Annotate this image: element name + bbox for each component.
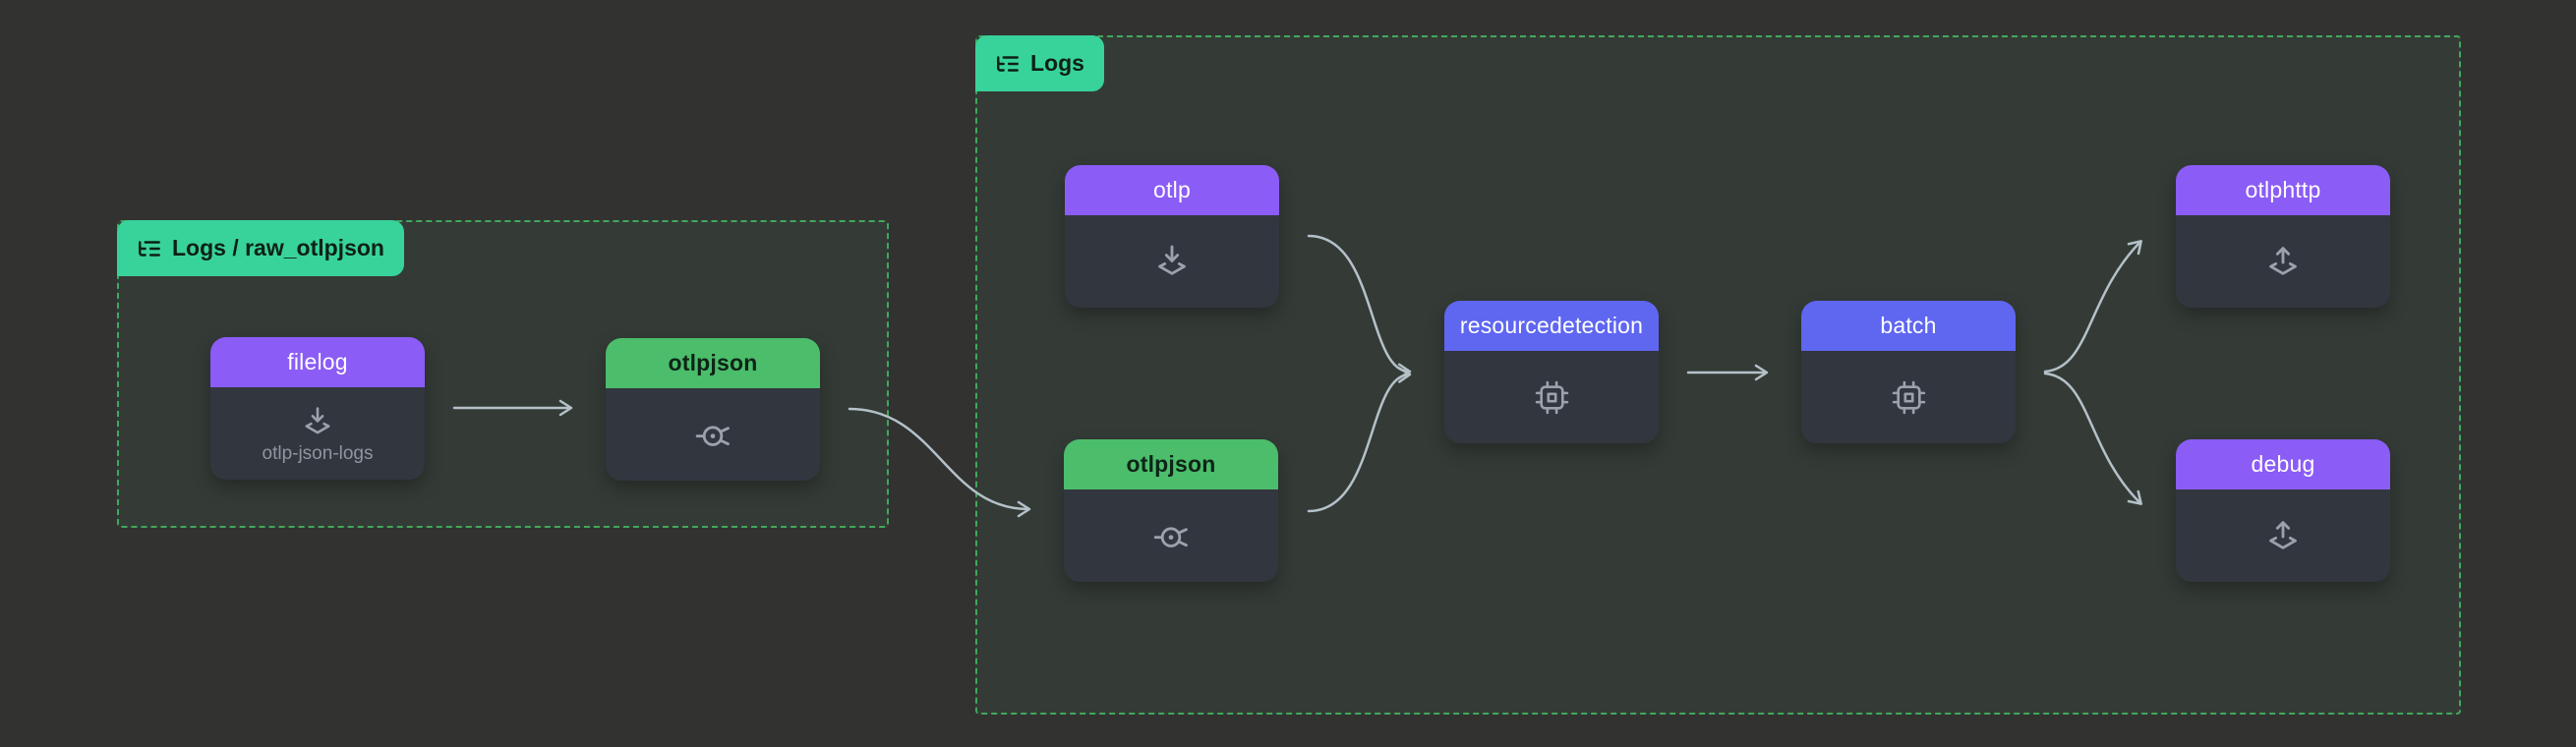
node-processor-batch[interactable]: batch [1801, 301, 2016, 443]
connector-icon [695, 426, 730, 446]
node-receiver-otlp[interactable]: otlp [1065, 165, 1279, 308]
node-title: otlphttp [2176, 165, 2390, 215]
edge-otlp-to-resourcedetection [1307, 234, 1412, 379]
edge-otlpjson-to-resourcedetection [1307, 367, 1412, 513]
node-title: debug [2176, 439, 2390, 489]
node-title: batch [1801, 301, 2016, 351]
group-label-text: Logs / raw_otlpjson [172, 235, 384, 260]
pipeline-group-label: Logs / raw_otlpjson [117, 220, 404, 276]
receiver-icon [305, 407, 330, 434]
exporter-icon [2269, 247, 2297, 275]
list-tree-icon [997, 55, 1019, 72]
node-title: filelog [210, 337, 425, 387]
connector-icon [1153, 527, 1188, 547]
node-title: resourcedetection [1444, 301, 1659, 351]
pipeline-group-label: Logs [975, 35, 1104, 91]
exporter-icon [2269, 521, 2297, 549]
node-title: otlp [1065, 165, 1279, 215]
node-receiver-filelog[interactable]: filelog otlp-json-logs [210, 337, 425, 480]
node-title: otlpjson [1064, 439, 1278, 489]
node-connector-otlpjson[interactable]: otlpjson [1064, 439, 1278, 582]
group-label-text: Logs [1030, 50, 1084, 76]
receiver-icon [1158, 245, 1186, 275]
node-subtitle: otlp-json-logs [262, 443, 374, 464]
node-connector-otlpjson-raw[interactable]: otlpjson [606, 338, 820, 481]
node-processor-resourcedetection[interactable]: resourcedetection [1444, 301, 1659, 443]
edge-batch-to-debug [2043, 372, 2142, 505]
pipeline-group-logs: Logs [975, 35, 2461, 715]
node-title: otlpjson [606, 338, 820, 388]
processor-icon [1892, 380, 1925, 414]
edge-batch-to-otlphttp [2043, 240, 2142, 374]
processor-icon [1535, 380, 1568, 414]
node-exporter-otlphttp[interactable]: otlphttp [2176, 165, 2390, 308]
list-tree-icon [139, 240, 160, 257]
node-exporter-debug[interactable]: debug [2176, 439, 2390, 582]
edge-otlpjson-to-otlpjson [848, 407, 1031, 518]
